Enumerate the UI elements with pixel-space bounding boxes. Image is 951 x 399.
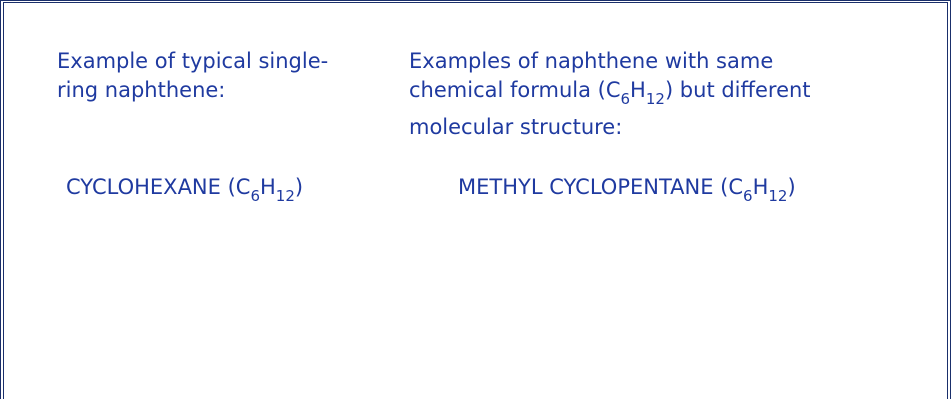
right-caption-line1: Examples of naphthene with same (409, 49, 774, 73)
left-caption: Example of typical single- ring naphthen… (57, 47, 328, 105)
cyclohexane-sub2: 12 (275, 187, 295, 205)
left-caption-line2: ring naphthene: (57, 78, 226, 102)
right-caption: Examples of naphthene with same chemical… (409, 47, 811, 142)
right-line2-sub2: 12 (645, 90, 665, 108)
right-line2-mid: H (630, 78, 646, 102)
methyl-cyclopentane-mid: H (752, 175, 769, 199)
methyl-cyclopentane-sub2: 12 (768, 187, 788, 205)
right-line2-sub1: 6 (620, 90, 631, 108)
methyl-cyclopentane-label: METHYL CYCLOPENTANE (C6H12) (458, 173, 796, 205)
right-caption-line2: chemical formula (C6H12) but different (409, 76, 811, 108)
right-caption-line3: molecular structure: (409, 115, 623, 139)
methyl-cyclopentane-sub1: 6 (743, 187, 753, 205)
right-line2-post: ) but different (664, 78, 811, 102)
cyclohexane-name: CYCLOHEXANE (C (66, 175, 251, 199)
right-line2-pre: chemical formula (C (409, 78, 621, 102)
left-caption-line1: Example of typical single- (57, 49, 329, 73)
cyclohexane-end: ) (294, 175, 304, 199)
methyl-cyclopentane-name: METHYL CYCLOPENTANE (C (458, 175, 744, 199)
cyclohexane-sub1: 6 (250, 187, 260, 205)
cyclohexane-label: CYCLOHEXANE (C6H12) (66, 173, 304, 205)
methyl-cyclopentane-end: ) (787, 175, 796, 199)
cyclohexane-mid: H (259, 175, 276, 199)
